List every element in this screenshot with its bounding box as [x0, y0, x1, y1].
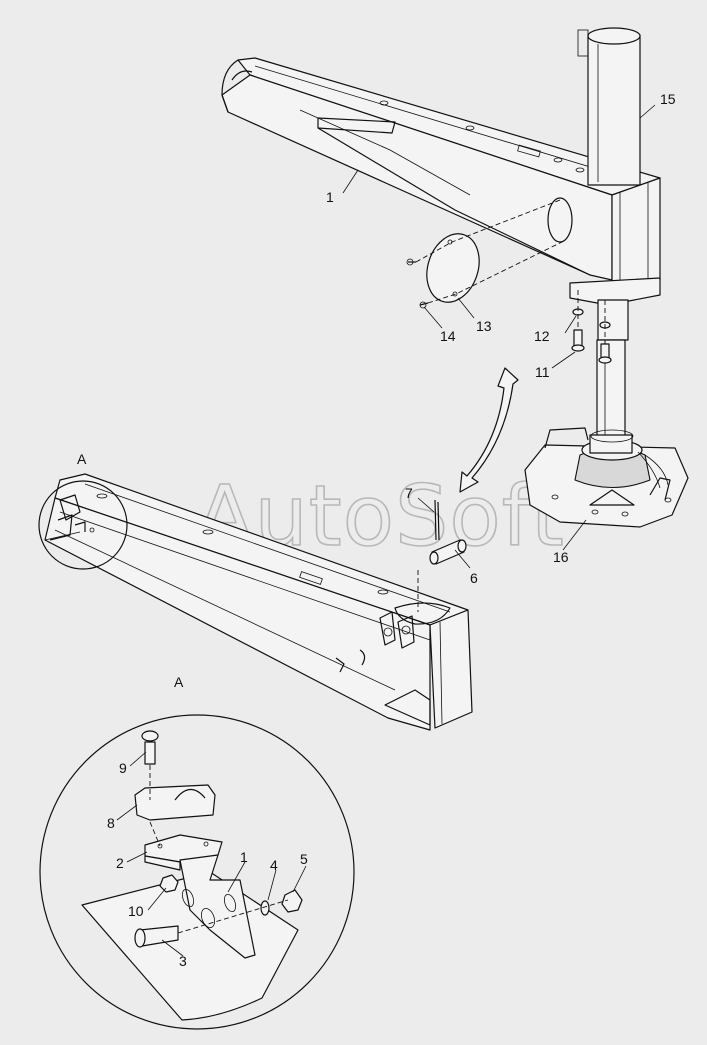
callout-2: 2 [116, 855, 124, 871]
boom-beam-lower [44, 473, 473, 731]
callout-10: 10 [128, 903, 144, 919]
assembly-arrow [459, 367, 519, 493]
detail-a-view [39, 714, 355, 1030]
detail-marker-circle [38, 480, 128, 570]
base-plate [524, 427, 689, 528]
detail-title-label: A [174, 674, 184, 690]
callout-9: 9 [119, 760, 127, 776]
callout-5: 5 [300, 851, 308, 867]
cover-plate [426, 233, 480, 303]
callout-12: 12 [534, 328, 550, 344]
callout-4: 4 [270, 857, 278, 873]
callout-13: 13 [476, 318, 492, 334]
callout-14: 14 [440, 328, 456, 344]
callout-15: 15 [660, 91, 676, 107]
callout-7: 7 [405, 485, 413, 501]
spring-pin-7 [434, 499, 440, 541]
pin-6 [429, 539, 467, 565]
callout-1-top: 1 [326, 189, 334, 205]
callout-16: 16 [553, 549, 569, 565]
vertical-column [577, 27, 641, 186]
callout-8: 8 [107, 815, 115, 831]
callout-11: 11 [535, 364, 550, 380]
leader-lines [116, 104, 656, 957]
detail-marker-label: A [77, 451, 87, 467]
callout-6: 6 [470, 570, 478, 586]
callout-1-detail: 1 [240, 849, 248, 865]
screw-14 [406, 258, 429, 309]
callout-3: 3 [179, 953, 187, 969]
boom-arm-upper [221, 57, 661, 296]
lower-mast [569, 277, 661, 441]
